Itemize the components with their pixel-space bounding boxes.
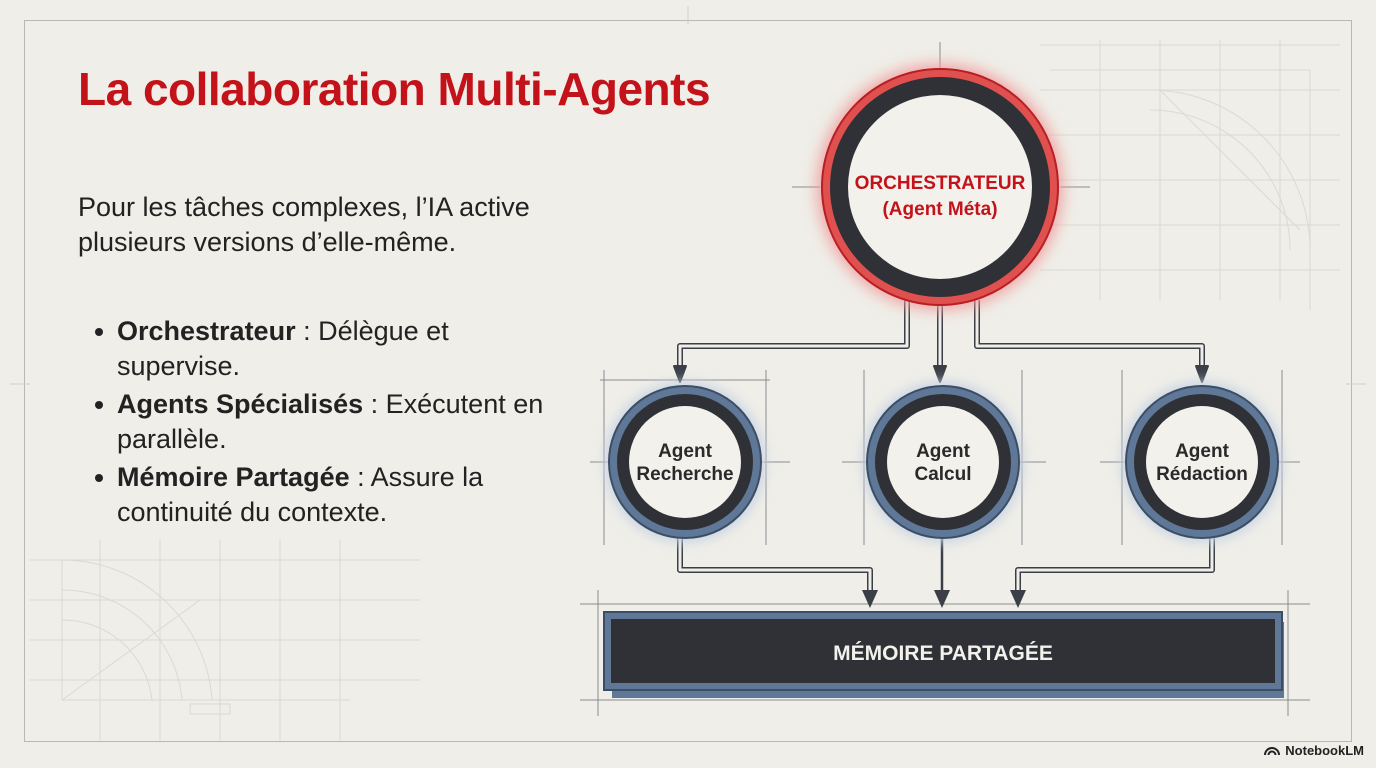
agent-label-line1: Agent bbox=[658, 441, 713, 462]
bullet-dot-icon bbox=[95, 328, 103, 336]
orchestrator-label-line1: ORCHESTRATEUR bbox=[855, 173, 1026, 194]
bullet-term: Orchestrateur bbox=[117, 316, 296, 346]
bullet-separator: : bbox=[295, 316, 319, 346]
shared-memory-bar: MÉMOIRE PARTAGÉE bbox=[603, 611, 1284, 698]
agent-node-redaction: Agent Rédaction bbox=[1122, 382, 1282, 542]
orchestrator-node: ORCHESTRATEUR (Agent Méta) bbox=[818, 65, 1062, 309]
agent-label-line1: Agent bbox=[1175, 441, 1230, 462]
intro-paragraph: Pour les tâches complexes, l’IA active p… bbox=[78, 192, 530, 257]
bullet-term: Mémoire Partagée bbox=[117, 462, 350, 492]
agent-node-calcul: Agent Calcul bbox=[863, 382, 1023, 542]
bullet-text: Exécutent en parallèle. bbox=[117, 389, 544, 454]
bullet-agents-specialises: Agents Spécialisés : Exécutent en parall… bbox=[90, 387, 560, 457]
bullet-text: Délègue et supervise. bbox=[117, 316, 449, 381]
bullet-text: Assure la continuité du contexte. bbox=[117, 462, 484, 527]
brand-footer: NotebookLM bbox=[1264, 743, 1364, 758]
agent-label-line2: Rédaction bbox=[1156, 464, 1248, 485]
agent-label-line2: Calcul bbox=[914, 464, 971, 485]
agent-label-line2: Recherche bbox=[636, 464, 733, 485]
connectors-top bbox=[673, 300, 1209, 383]
agent-node-recherche: Agent Recherche bbox=[605, 382, 765, 542]
bullet-term: Agents Spécialisés bbox=[117, 389, 364, 419]
bullet-memoire-partagee: Mémoire Partagée : Assure la continuité … bbox=[90, 460, 560, 530]
slide-title: La collaboration Multi-Agents bbox=[78, 63, 711, 115]
agent-label-line1: Agent bbox=[916, 441, 971, 462]
bullet-orchestrateur: Orchestrateur : Délègue et supervise. bbox=[90, 314, 560, 384]
bullet-list: Orchestrateur : Délègue et supervise. Ag… bbox=[90, 314, 560, 533]
bullet-dot-icon bbox=[95, 474, 103, 482]
brand-label: NotebookLM bbox=[1285, 743, 1364, 758]
connectors-bottom bbox=[677, 538, 1215, 608]
orchestrator-label-line2: (Agent Méta) bbox=[882, 199, 997, 220]
bullet-separator: : bbox=[363, 389, 386, 419]
notebooklm-logo-icon bbox=[1264, 747, 1281, 756]
shared-memory-label: MÉMOIRE PARTAGÉE bbox=[833, 642, 1053, 665]
bullet-dot-icon bbox=[95, 401, 103, 409]
bullet-separator: : bbox=[349, 462, 371, 492]
